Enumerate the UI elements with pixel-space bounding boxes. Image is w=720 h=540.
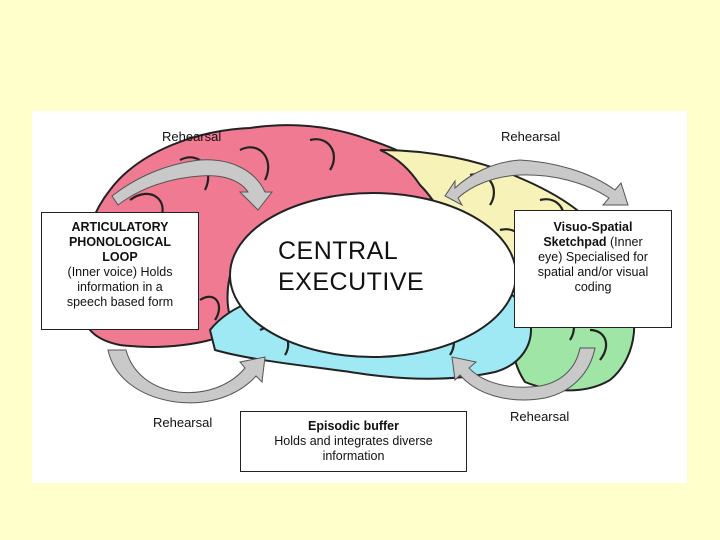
- episodic-buffer-desc-2: information: [322, 449, 385, 463]
- sketchpad-desc-3: coding: [574, 280, 612, 294]
- sketchpad-title-2-line: Sketchpad (Inner: [515, 235, 671, 250]
- phonological-loop-box: ARTICULATORY PHONOLOGICAL LOOP (Inner vo…: [41, 212, 199, 330]
- central-executive-label: CENTRAL EXECUTIVE: [278, 236, 448, 298]
- arrow-bottom-left: [107, 349, 266, 404]
- central-executive-line2: EXECUTIVE: [278, 268, 425, 296]
- sketchpad-title-2-rest: (Inner: [606, 235, 643, 249]
- sketchpad-title-1: Visuo-Spatial: [553, 220, 633, 234]
- phonological-loop-desc-1: (Inner voice) Holds: [67, 265, 173, 279]
- rehearsal-arrows: [107, 159, 629, 404]
- phonological-loop-desc-2: information in a: [77, 280, 163, 294]
- phonological-loop-title-1: ARTICULATORY: [71, 220, 169, 234]
- arrow-top-left: [111, 159, 274, 211]
- episodic-buffer-box: Episodic buffer Holds and integrates div…: [240, 411, 467, 472]
- arrow-bottom-right: [451, 347, 596, 401]
- sketchpad-box: Visuo-Spatial Sketchpad (Inner eye) Spec…: [514, 210, 672, 328]
- phonological-loop-desc-3: speech based form: [66, 295, 174, 309]
- rehearsal-label-top-left: Rehearsal: [162, 129, 222, 144]
- rehearsal-label-top-right: Rehearsal: [501, 129, 561, 144]
- sketchpad-title-2: Sketchpad: [543, 235, 607, 249]
- phonological-loop-title-3: LOOP: [102, 250, 138, 264]
- central-executive-line1: CENTRAL: [278, 237, 399, 265]
- episodic-buffer-title: Episodic buffer: [308, 419, 399, 433]
- rehearsal-label-bottom-right: Rehearsal: [510, 409, 570, 424]
- episodic-buffer-desc-1: Holds and integrates diverse: [274, 434, 433, 448]
- sketchpad-desc-2: spatial and/or visual: [537, 265, 649, 279]
- sketchpad-desc-1: eye) Specialised for: [538, 250, 648, 264]
- phonological-loop-title-2: PHONOLOGICAL: [68, 235, 172, 249]
- arrow-top-right: [444, 159, 629, 207]
- rehearsal-label-bottom-left: Rehearsal: [153, 415, 213, 430]
